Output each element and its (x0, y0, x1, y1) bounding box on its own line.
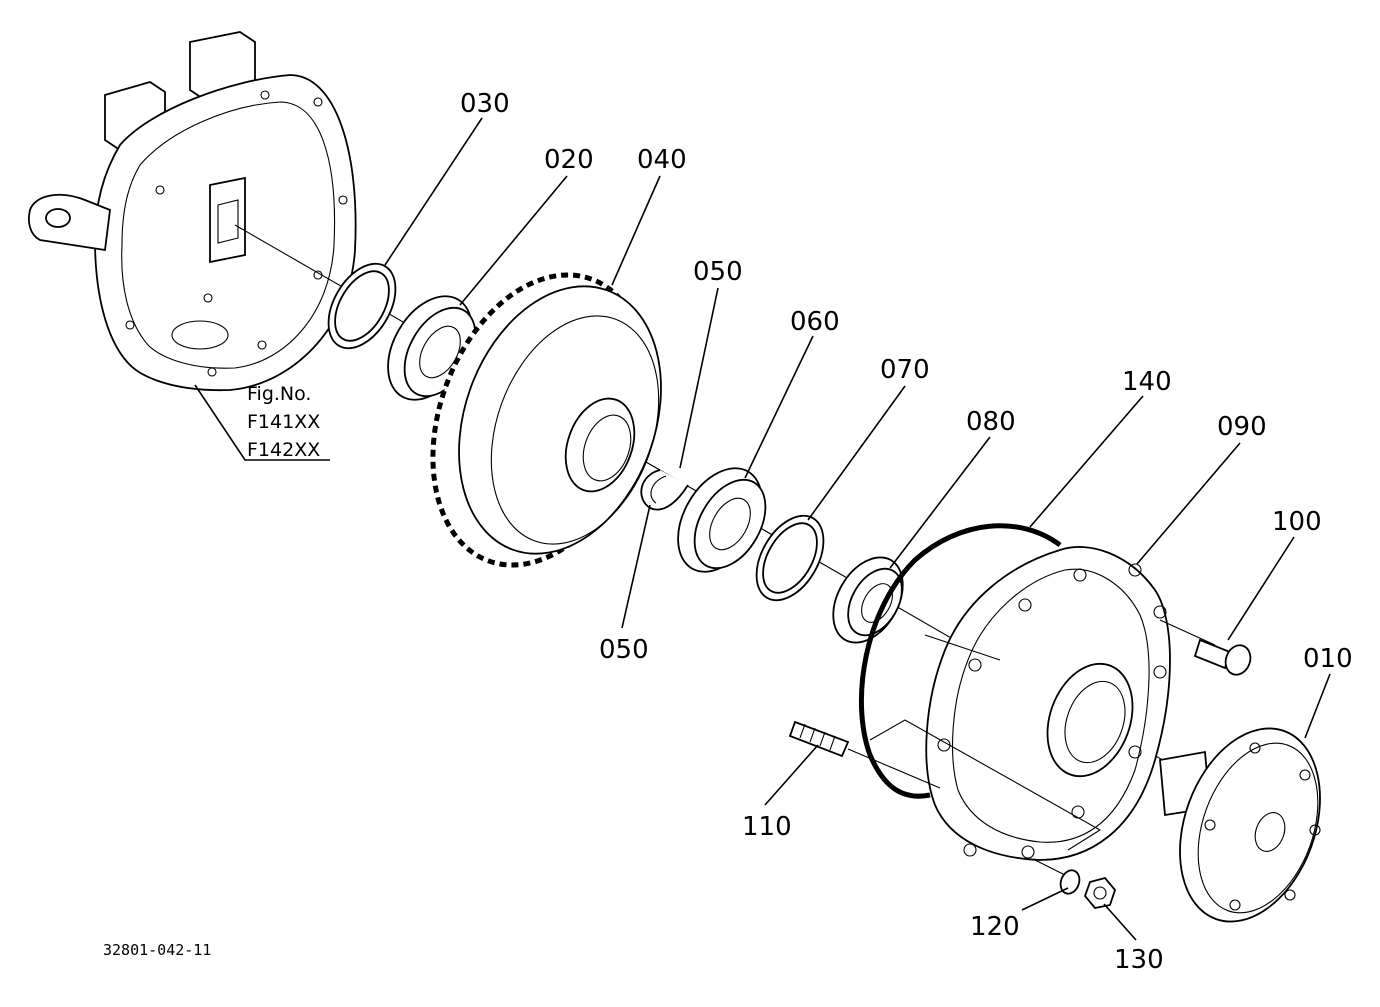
cover-part (924, 546, 1171, 861)
drawing-code: 32801-042-11 (103, 941, 211, 959)
gear-040 (430, 272, 662, 568)
ring-030 (327, 262, 397, 350)
label-060: 060 (790, 307, 840, 337)
label-130: 130 (1114, 945, 1164, 975)
fig-note-line1: F141XX (247, 411, 320, 433)
housing-part (27, 31, 357, 391)
label-040: 040 (637, 145, 687, 175)
label-140: 140 (1122, 367, 1172, 397)
label-100: 100 (1272, 507, 1322, 537)
label-080: 080 (966, 407, 1016, 437)
label-010: 010 (1303, 644, 1353, 674)
fig-note-title: Fig.No. (247, 383, 311, 405)
label-120: 120 (970, 912, 1020, 942)
o-ring-140 (858, 523, 1062, 799)
bolt-100 (1159, 619, 1252, 676)
label-030: 030 (460, 89, 510, 119)
nut-130 (1083, 876, 1117, 909)
fig-note-line2: F142XX (247, 439, 320, 461)
flange-shaft-010 (1159, 727, 1321, 923)
label-050-lower: 050 (599, 635, 649, 665)
stud-110 (788, 719, 1102, 851)
washer-120 (1034, 859, 1081, 895)
label-090: 090 (1217, 412, 1267, 442)
circlip-050 (640, 469, 689, 511)
bearing-060 (677, 467, 767, 573)
ring-070 (755, 514, 825, 602)
label-050-upper: 050 (693, 257, 743, 287)
leader-lines (194, 117, 1331, 941)
label-020: 020 (544, 145, 594, 175)
label-070: 070 (880, 355, 930, 385)
seal-080 (832, 556, 904, 644)
label-110: 110 (742, 812, 792, 842)
